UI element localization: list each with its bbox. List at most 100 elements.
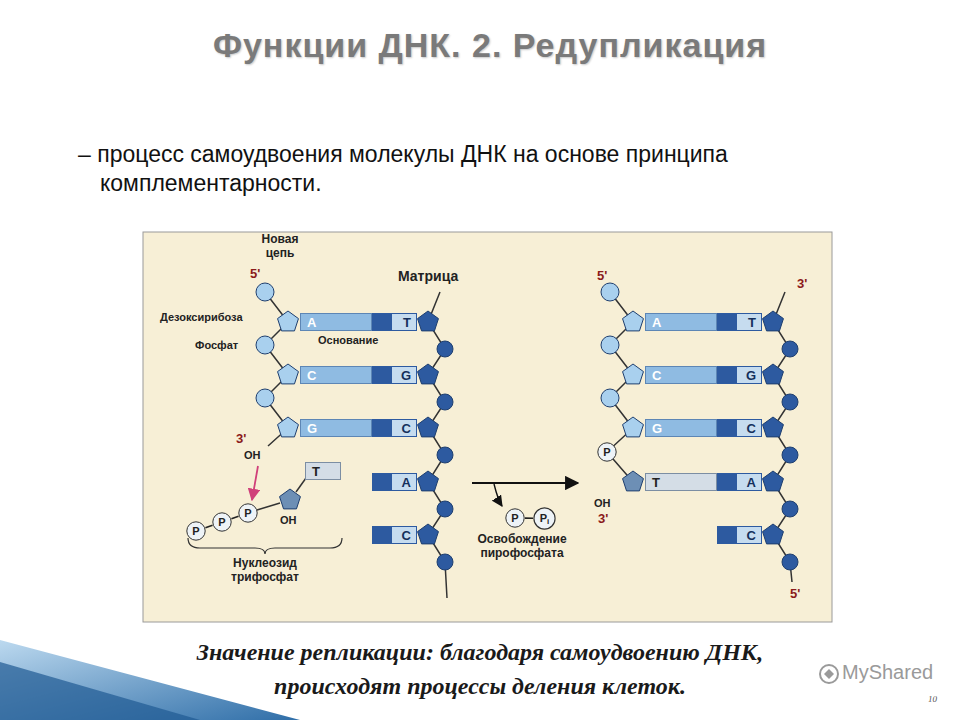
chain-label: Новая цепь (250, 232, 310, 261)
base-shape: C (645, 366, 717, 384)
base-shape: G (645, 419, 717, 437)
phosphate-circle (437, 394, 453, 410)
caption-text: Значение репликации: благодаря самоудвое… (197, 639, 763, 699)
base-shape: A (300, 313, 372, 331)
base-shape: C (300, 366, 372, 384)
label-text: Нуклеозид трифосфат (231, 556, 299, 584)
base-shape: T (305, 462, 341, 480)
base-shape: G (300, 419, 372, 437)
phosphate-node: P (505, 508, 525, 528)
sugar-pentagon (418, 471, 439, 491)
watermark-logo (820, 665, 838, 683)
nucleotide-label: Нуклеозид трифосфат (205, 556, 325, 585)
hydroxyl-label: OH (594, 497, 611, 509)
base-letter: A (402, 476, 411, 489)
base-shape: T (645, 473, 717, 491)
base-letter: T (403, 316, 411, 329)
sugar-pentagon (418, 524, 439, 544)
sugar-pentagon (623, 417, 644, 437)
phosphate-circle (782, 341, 798, 357)
phosphate-letter: P (540, 513, 547, 524)
base-shape: C (717, 419, 762, 437)
label-text: – процесс самоудвоения молекулы ДНК на о… (78, 141, 728, 196)
base-letter: C (402, 529, 411, 542)
base-shape: C (372, 526, 417, 544)
base-shape: C (372, 419, 417, 437)
template-label: Матрица (398, 268, 458, 284)
sugar-pentagon (763, 524, 784, 544)
release-label: Освобождение пирофосфата (467, 532, 577, 561)
sugar-pentagon (763, 417, 784, 437)
label-text: Дезоксирибоза (160, 311, 243, 323)
sugar-pentagon (278, 417, 299, 437)
backbone-bond (428, 292, 447, 598)
label-text: 3' (598, 511, 608, 526)
end-label: 3' (236, 431, 246, 446)
label-text: OH (280, 514, 297, 526)
label-text: MyShared (842, 661, 933, 683)
part-label: Основание (318, 334, 378, 346)
label-text: Фосфат (195, 339, 238, 351)
sugar-pentagon (418, 311, 439, 331)
phosphate-letter: P (511, 513, 518, 524)
label-text: OH (244, 449, 261, 461)
phosphate-circle (601, 336, 619, 354)
label-text: 10 (928, 694, 937, 704)
label-text: Матрица (398, 268, 458, 284)
phosphate-node: P (186, 521, 206, 541)
base-shape: C (717, 526, 762, 544)
phosphate-circle (782, 394, 798, 410)
base-shape: A (645, 313, 717, 331)
label-text: Освобождение пирофосфата (477, 532, 566, 560)
phosphate-letter: P (603, 447, 610, 458)
base-letter: T (312, 465, 320, 478)
dna-backbone (256, 283, 798, 598)
sugar-pentagon (623, 311, 644, 331)
base-shape: T (372, 313, 417, 331)
sugar-pentagon (418, 364, 439, 384)
phosphate-bond (205, 525, 212, 527)
phosphate-node: P (212, 512, 232, 532)
label-text: 5' (250, 266, 260, 281)
phosphate-circle (256, 389, 274, 407)
phosphate-circle (437, 447, 453, 463)
phosphate-circle (782, 554, 798, 570)
label-text: OH (594, 497, 611, 509)
brace (188, 538, 342, 554)
base-letter: A (747, 476, 756, 489)
phosphate-circle (782, 447, 798, 463)
sugar-pentagon (763, 311, 784, 331)
end-label: 5' (597, 268, 607, 283)
label-text: 5' (597, 268, 607, 283)
base-letter: T (748, 316, 756, 329)
base-shape: A (717, 473, 762, 491)
base-letter: C (652, 369, 661, 382)
base-shape: T (717, 313, 762, 331)
watermark: MyShared (842, 661, 933, 684)
base-letter: C (402, 422, 411, 435)
backbone-bond (257, 503, 280, 510)
phosphate-letter: P (218, 517, 225, 528)
backbone-bond (296, 478, 306, 492)
label-text: 5' (790, 586, 800, 601)
hydroxyl-label: OH (280, 514, 297, 526)
base-letter: G (307, 422, 317, 435)
base-letter: A (652, 316, 661, 329)
phosphate-bond (231, 516, 238, 518)
phosphate-circle (601, 283, 619, 301)
base-letter: T (652, 476, 660, 489)
base-letter: C (747, 529, 756, 542)
attack-arrow (252, 466, 258, 500)
label-text: Основание (318, 334, 378, 346)
part-label: Дезоксирибоза (160, 311, 243, 323)
sugar-pentagon (623, 471, 644, 491)
sugar-pentagon (280, 489, 301, 509)
base-shape: G (372, 366, 417, 384)
phosphate-letter: i (547, 518, 549, 526)
base-shape: G (717, 366, 762, 384)
base-letter: C (307, 369, 316, 382)
phosphate-node: Pi (533, 507, 556, 530)
sugar-pentagon (623, 364, 644, 384)
phosphate-node: P (238, 503, 258, 523)
